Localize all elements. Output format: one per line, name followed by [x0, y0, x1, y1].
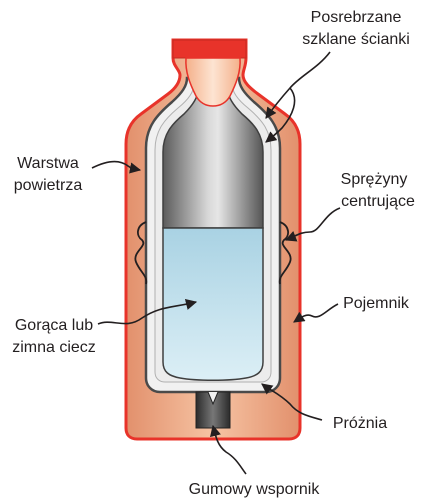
label-liquid-line2: zimna ciecz [12, 339, 96, 356]
leader-support [210, 424, 247, 475]
label-walls-line2: szklane ścianki [302, 31, 410, 48]
label-springs-line2: centrujące [341, 193, 415, 210]
label-air-line2: powietrza [14, 177, 83, 194]
label-liquid-line1: Gorąca lub [15, 317, 93, 334]
label-walls-line1: Posrebrzane [311, 9, 402, 26]
rubber-support-notch [207, 391, 219, 406]
leader-walls-2 [265, 87, 296, 143]
label-container: Pojemnik [343, 295, 410, 312]
liquid [162, 227, 264, 381]
bottle-cap [172, 39, 247, 59]
leader-springs [284, 207, 341, 242]
label-springs-line1: Sprężyny [341, 171, 408, 188]
centering-spring-right [278, 221, 292, 285]
label-support: Gumowy wspornik [189, 481, 321, 498]
label-air-line1: Warstwa [17, 155, 79, 172]
leader-air [91, 160, 142, 174]
leader-vacuum [261, 383, 323, 421]
leader-container [293, 303, 339, 323]
centering-spring-left [134, 221, 148, 285]
label-vacuum: Próżnia [333, 415, 387, 432]
leader-liquid [97, 299, 198, 325]
stopper [185, 57, 241, 107]
rubber-support [195, 391, 231, 429]
